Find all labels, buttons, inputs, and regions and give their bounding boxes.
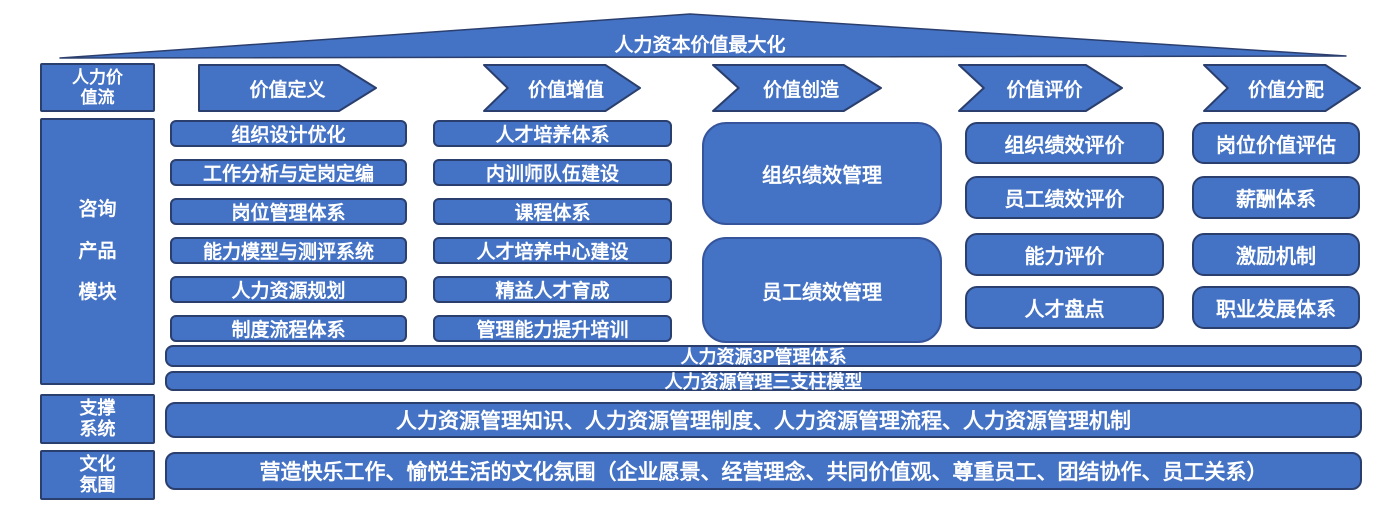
module-box: 员工绩效评价	[965, 176, 1164, 219]
module-box: 薪酬体系	[1192, 176, 1360, 219]
module-box: 人才盘点	[965, 286, 1164, 329]
module-box-large: 员工绩效管理	[702, 237, 942, 343]
module-box: 制度流程体系	[170, 315, 407, 342]
culture-label: 文化 氛围	[40, 450, 155, 500]
module-box: 课程体系	[433, 198, 672, 225]
roof-triangle	[59, 13, 1347, 59]
module-box: 人才培养体系	[433, 120, 672, 147]
modules-label: 咨询 产品 模块	[40, 118, 155, 385]
arrow-label: 价值创造	[762, 79, 839, 101]
arrow-label: 价值增值	[527, 79, 604, 101]
module-box: 职业发展体系	[1192, 286, 1360, 329]
arrow-value-addition: 价值增值	[483, 64, 641, 112]
module-box: 精益人才育成	[433, 276, 672, 303]
modules-label-word2: 产品	[78, 240, 117, 262]
arrow-value-distribution: 价值分配	[1203, 64, 1361, 112]
support-system-label: 支撑 系统	[40, 394, 155, 444]
arrow-value-creation: 价值创造	[712, 64, 882, 112]
chevron-arrow-shape	[483, 64, 641, 112]
module-box: 工作分析与定岗定编	[170, 159, 407, 186]
arrow-label: 价值评价	[1006, 79, 1083, 101]
support-label-line2: 系统	[79, 419, 116, 439]
roof-banner	[59, 13, 1347, 59]
value-stream-label: 人力价 值流	[40, 63, 155, 112]
module-box: 内训师队伍建设	[433, 159, 672, 186]
module-box: 能力模型与测评系统	[170, 237, 407, 264]
culture-label-line2: 氛围	[79, 475, 116, 495]
chevron-arrow-shape	[712, 64, 882, 112]
module-box: 管理能力提升培训	[433, 315, 672, 342]
culture-bar: 营造快乐工作、愉悦生活的文化氛围（企业愿景、经营理念、共同价值观、尊重员工、团结…	[165, 452, 1362, 490]
support-system-bar: 人力资源管理知识、人力资源管理制度、人力资源管理流程、人力资源管理机制	[165, 402, 1362, 438]
arrow-value-evaluation: 价值评价	[958, 64, 1123, 112]
module-box: 激励机制	[1192, 233, 1360, 276]
arrow-label: 价值分配	[1247, 79, 1324, 101]
bar-three-pillar-model: 人力资源管理三支柱模型	[165, 371, 1362, 392]
arrow-value-definition: 价值定义	[198, 64, 377, 112]
modules-label-word1: 咨询	[78, 198, 117, 220]
chevron-arrow-shape	[1203, 64, 1361, 112]
roof-title: 人力资本价值最大化	[614, 35, 786, 56]
module-box: 人才培养中心建设	[433, 237, 672, 264]
arrow-label: 价值定义	[249, 79, 326, 101]
module-box: 岗位管理体系	[170, 198, 407, 225]
value-stream-label-line2: 值流	[80, 87, 115, 107]
bar-3p-system: 人力资源3P管理体系	[165, 345, 1362, 367]
module-box-large: 组织绩效管理	[702, 122, 942, 225]
chevron-arrow-shape	[958, 64, 1123, 112]
module-box: 人力资源规划	[170, 276, 407, 303]
support-label-line1: 支撑	[79, 398, 116, 419]
pentagon-arrow-shape	[198, 64, 377, 112]
module-box: 组织绩效评价	[965, 122, 1164, 164]
culture-label-line1: 文化	[79, 454, 116, 475]
module-box: 能力评价	[965, 233, 1164, 276]
module-box: 组织设计优化	[170, 120, 407, 147]
value-stream-label-line1: 人力价	[72, 67, 123, 87]
module-box: 岗位价值评估	[1192, 122, 1360, 164]
modules-label-word3: 模块	[78, 282, 117, 304]
